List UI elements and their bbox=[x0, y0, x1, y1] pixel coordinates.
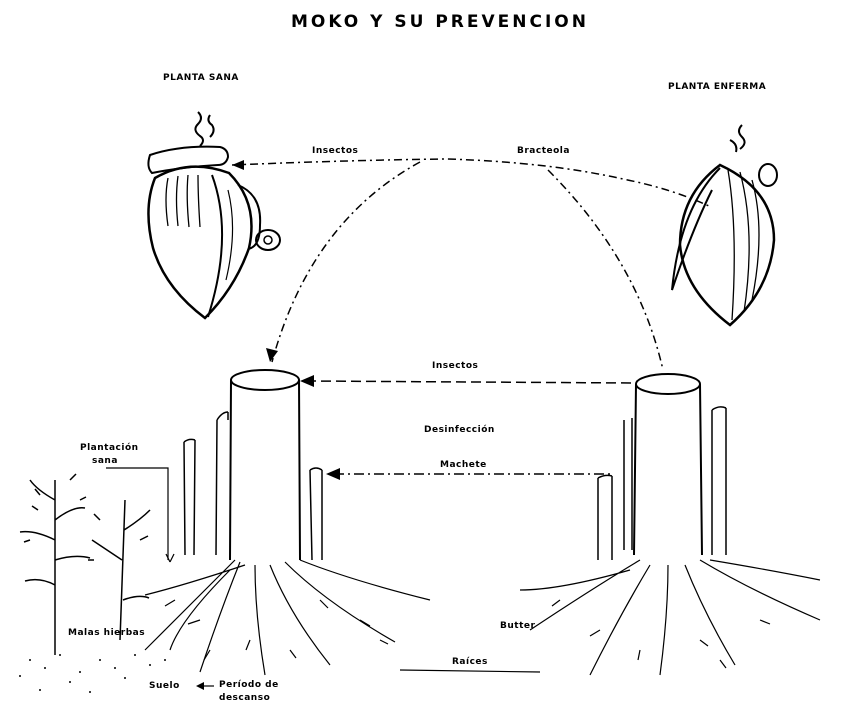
insects-arrow bbox=[300, 375, 636, 387]
rest-period-label-line2: descanso bbox=[219, 693, 270, 703]
bract-label: Bracteola bbox=[517, 146, 570, 156]
insect-transmission-arc bbox=[232, 159, 711, 370]
diseased-plant-label: PLANTA ENFERMA bbox=[668, 82, 766, 92]
healthy-planting-label-line1: Plantación bbox=[80, 442, 139, 453]
healthy-roots bbox=[145, 560, 430, 675]
insects-top-label: Insectos bbox=[312, 146, 358, 156]
healthy-planting-label-line2: sana bbox=[92, 456, 118, 466]
soil-label: Suelo bbox=[149, 681, 180, 691]
healthy-pseudostem-stump bbox=[184, 370, 322, 560]
disinfection-label: Desinfección bbox=[424, 424, 495, 435]
insects-mid-label: Insectos bbox=[432, 361, 478, 371]
diagram-title: MOKO Y SU PREVENCION bbox=[291, 12, 589, 32]
machete-label: Machete bbox=[440, 460, 487, 470]
rest-period-label-line1: Período de bbox=[219, 680, 279, 690]
butter-label: Butter bbox=[500, 621, 535, 631]
healthy-plant-label: PLANTA SANA bbox=[163, 73, 239, 83]
weeds-label: Malas hierbas bbox=[68, 628, 145, 638]
roots-label: Raíces bbox=[452, 657, 488, 667]
healthy-banana-bud-illustration bbox=[148, 112, 280, 318]
diseased-pseudostem-stump bbox=[598, 374, 726, 560]
soil-texture bbox=[19, 654, 166, 693]
diseased-banana-bud-illustration bbox=[672, 125, 777, 325]
diseased-roots bbox=[520, 560, 820, 675]
